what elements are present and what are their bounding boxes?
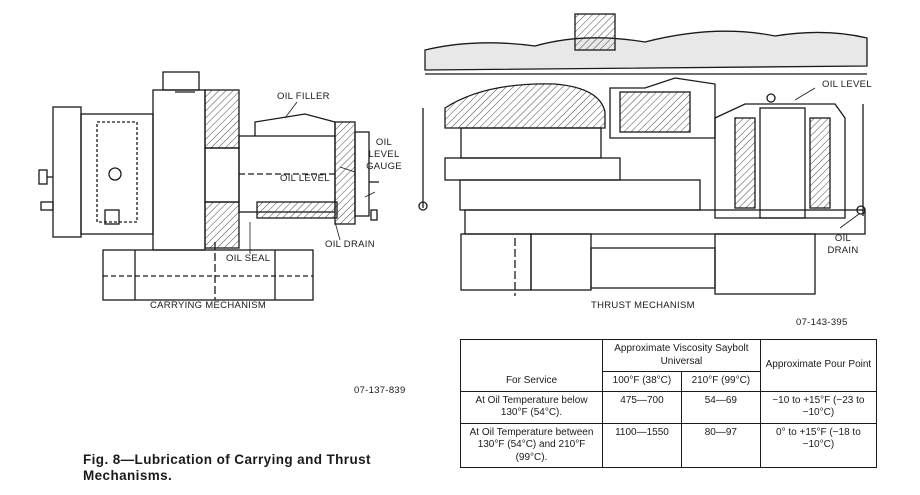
label-oil-drain-carrying: OIL DRAIN — [325, 239, 375, 250]
cell-service: At Oil Temperature between 130°F (54°C) … — [460, 422, 603, 468]
table-row: At Oil Temperature between 130°F (54°C) … — [460, 422, 878, 468]
header-for-service: For Service — [460, 339, 603, 392]
label-oil-seal: OIL SEAL — [226, 253, 271, 264]
cell-viscosity-100: 475—700 — [602, 390, 682, 424]
carrying-figure-code: 07-137-839 — [354, 385, 406, 396]
viscosity-table: For Service Approximate Viscosity Saybol… — [460, 339, 878, 468]
label-oil-drain-thrust: OIL DRAIN — [827, 233, 859, 256]
carrying-mechanism-title: CARRYING MECHANISM — [150, 300, 267, 311]
header-temp-100: 100°F (38°C) — [602, 371, 682, 392]
label-oil-filler: OIL FILLER — [277, 91, 330, 102]
cell-pour-point: 0° to +15°F (−18 to −10°C) — [759, 422, 878, 468]
figure-caption: Fig. 8—Lubrication of Carrying and Thrus… — [83, 452, 371, 484]
label-oil-level-carrying: OIL LEVEL — [280, 173, 330, 184]
thrust-mechanism-title: THRUST MECHANISM — [591, 300, 695, 311]
thrust-figure-code: 07-143-395 — [796, 317, 848, 328]
header-temp-210: 210°F (99°C) — [680, 371, 761, 392]
label-oil-level-gauge: OIL LEVEL GAUGE — [366, 137, 402, 172]
thrust-mechanism-drawing — [418, 13, 868, 296]
cell-service: At Oil Temperature below 130°F (54°C). — [460, 390, 603, 424]
header-pour-point: Approximate Pour Point — [759, 339, 878, 392]
cell-pour-point: −10 to +15°F (−23 to −10°C) — [759, 390, 878, 424]
label-oil-level-thrust: OIL LEVEL — [822, 79, 872, 90]
cell-viscosity-210: 54—69 — [680, 390, 761, 424]
cell-viscosity-100: 1100—1550 — [602, 422, 682, 468]
table-header-row: For Service Approximate Viscosity Saybol… — [460, 339, 878, 392]
table-subheader-row: 100°F (38°C) 210°F (99°C) — [461, 371, 877, 392]
carrying-mechanism-drawing — [38, 71, 379, 301]
table-row: At Oil Temperature below 130°F (54°C). 4… — [460, 390, 878, 424]
header-viscosity: Approximate Viscosity Saybolt Universal — [602, 339, 761, 372]
cell-viscosity-210: 80—97 — [680, 422, 761, 468]
